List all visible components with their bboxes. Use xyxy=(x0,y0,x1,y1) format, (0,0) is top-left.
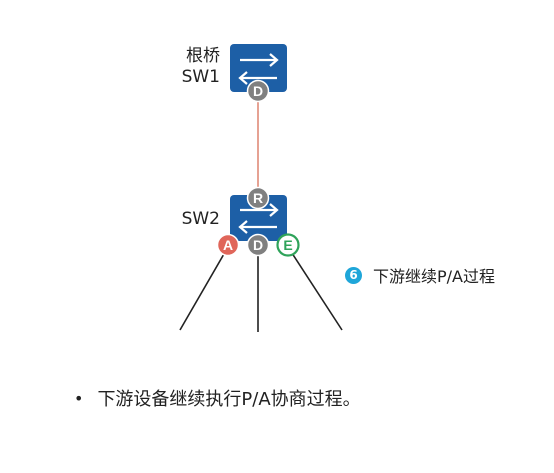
sw2-port-e-label: E xyxy=(283,237,292,253)
step-number-badge: 6 xyxy=(345,266,362,284)
sw2-port-a-label: A xyxy=(223,237,233,253)
step-text: 下游继续P/A过程 xyxy=(373,267,495,286)
sw2-port-d-label: D xyxy=(253,237,263,253)
sw2-port-d: D xyxy=(246,233,270,257)
bullet-item: • 下游设备继续执行P/A协商过程。 xyxy=(74,385,361,411)
bullet-symbol: • xyxy=(74,388,84,408)
sw2-port-r-label: R xyxy=(253,190,263,206)
sw1-port-d: D xyxy=(246,79,270,103)
sw2-port-r: R xyxy=(246,186,270,210)
downstream-link-a xyxy=(179,246,229,331)
sw1-label: 根桥 SW1 xyxy=(176,46,220,88)
sw1-label-line1: 根桥 xyxy=(186,46,220,66)
sw2-port-a: A xyxy=(216,233,240,257)
sw1-label-line2: SW1 xyxy=(181,67,220,87)
sw2-label: SW2 xyxy=(181,209,220,229)
downstream-link-e xyxy=(287,246,343,331)
sw2-port-e: E xyxy=(276,233,300,257)
sw2-switch-icon xyxy=(230,195,287,241)
sw1-port-d-label: D xyxy=(253,83,263,99)
bullet-text: 下游设备继续执行P/A协商过程。 xyxy=(97,389,361,410)
sw1-switch-icon xyxy=(230,44,287,92)
step-annotation: 6 下游继续P/A过程 xyxy=(345,263,495,287)
